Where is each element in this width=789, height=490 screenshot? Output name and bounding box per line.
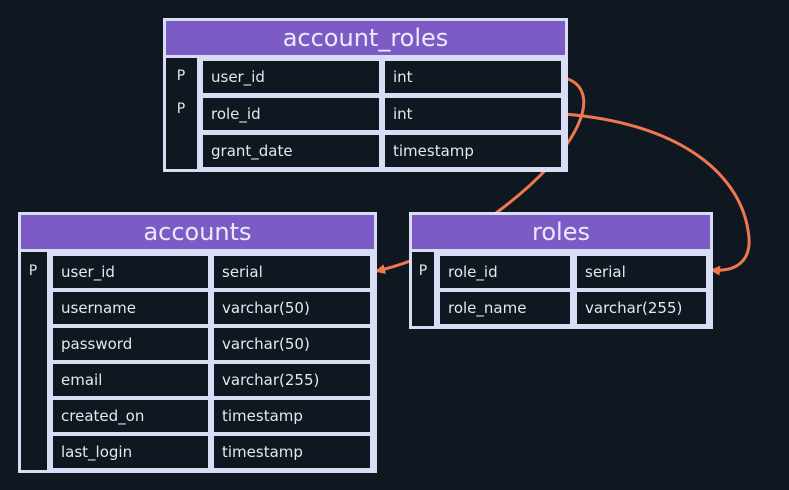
column-type[interactable]: varchar(50) bbox=[214, 292, 370, 324]
column-name[interactable]: user_id bbox=[53, 256, 208, 288]
pk-marker: P bbox=[28, 263, 38, 279]
column-type[interactable]: timestamp bbox=[214, 436, 370, 468]
column-type[interactable]: timestamp bbox=[214, 400, 370, 432]
pk-marker: P bbox=[176, 101, 186, 117]
pk-column bbox=[412, 252, 434, 326]
column-name[interactable]: created_on bbox=[53, 400, 208, 432]
relation-role-id-arrow bbox=[564, 112, 751, 276]
column-type[interactable]: serial bbox=[214, 256, 370, 288]
table-title: accounts bbox=[21, 215, 374, 249]
table-account-roles[interactable]: account_roles P P user_id int role_id in… bbox=[163, 18, 568, 172]
pk-marker: P bbox=[176, 68, 186, 84]
table-title: roles bbox=[412, 215, 710, 249]
column-name[interactable]: password bbox=[53, 328, 208, 360]
column-type[interactable]: serial bbox=[577, 256, 706, 288]
column-name[interactable]: role_id bbox=[440, 256, 570, 288]
column-type[interactable]: varchar(50) bbox=[214, 328, 370, 360]
column-type[interactable]: varchar(255) bbox=[214, 364, 370, 396]
column-name[interactable]: last_login bbox=[53, 436, 208, 468]
column-type[interactable]: int bbox=[385, 61, 561, 93]
table-accounts[interactable]: accounts P user_id serial username varch… bbox=[18, 212, 377, 473]
column-type[interactable]: int bbox=[385, 98, 561, 130]
column-name[interactable]: role_name bbox=[440, 292, 570, 324]
column-name[interactable]: username bbox=[53, 292, 208, 324]
column-name[interactable]: user_id bbox=[203, 61, 379, 93]
column-type[interactable]: varchar(255) bbox=[577, 292, 706, 324]
pk-column bbox=[166, 58, 197, 169]
column-type[interactable]: timestamp bbox=[385, 135, 561, 167]
pk-column bbox=[21, 252, 47, 470]
column-name[interactable]: role_id bbox=[203, 98, 379, 130]
column-name[interactable]: grant_date bbox=[203, 135, 379, 167]
table-title: account_roles bbox=[166, 21, 565, 55]
pk-marker: P bbox=[418, 263, 428, 279]
table-roles[interactable]: roles P role_id serial role_name varchar… bbox=[409, 212, 713, 329]
column-name[interactable]: email bbox=[53, 364, 208, 396]
